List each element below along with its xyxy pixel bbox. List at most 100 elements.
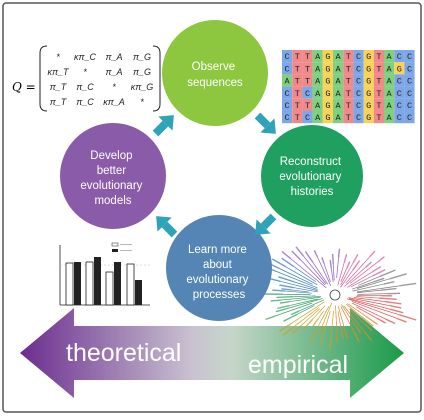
alignment-base: A [336, 77, 342, 87]
tree-tip-label [333, 254, 334, 264]
alignment-base: C [356, 64, 361, 74]
alignment-base: A [387, 52, 393, 62]
alignment-base: T [346, 77, 351, 87]
alignment-base: G [325, 64, 330, 74]
alignment-base: A [387, 77, 393, 87]
alignment-base: A [315, 113, 321, 123]
matrix-cell: κπ_T [47, 67, 70, 77]
alignment-base: G [325, 52, 330, 62]
alignment-base: C [407, 113, 412, 123]
alignment-base: C [305, 89, 310, 99]
matrix-cell: κπ_A [103, 97, 125, 107]
alignment-base: A [387, 113, 393, 123]
alignment-base: G [325, 89, 330, 99]
tree-tip-label [339, 249, 340, 257]
alignment-base: G [325, 77, 330, 87]
alignment-base: T [295, 64, 300, 74]
alignment-base: T [305, 52, 310, 62]
tree-tip-label [271, 300, 282, 301]
alignment-base: T [305, 64, 310, 74]
alignment-base: A [336, 89, 342, 99]
alignment-base: G [366, 101, 371, 111]
alignment-base: A [387, 101, 393, 111]
alignment-base: G [366, 77, 371, 87]
alignment-base: T [346, 101, 351, 111]
alignment-base: G [366, 52, 371, 62]
matrix-cell: π_T [50, 82, 68, 92]
matrix-cell: π_T [50, 97, 68, 107]
alignment-base: C [407, 77, 412, 87]
alignment-base: A [315, 52, 321, 62]
empirical-label: empirical [248, 351, 348, 379]
alignment-base: C [397, 113, 402, 123]
observe-sequences-node [162, 20, 268, 126]
alignment-base: C [407, 52, 412, 62]
theoretical-label: theoretical [66, 339, 181, 367]
alignment-base: C [397, 89, 402, 99]
alignment-base: C [356, 89, 361, 99]
alignment-base: A [387, 89, 393, 99]
alignment-base: C [356, 113, 361, 123]
alignment-base: C [407, 89, 412, 99]
alignment-base: A [285, 77, 291, 87]
alignment-base: G [366, 89, 371, 99]
alignment-base: T [376, 113, 381, 123]
alignment-base: T [305, 77, 310, 87]
alignment-base: G [325, 101, 330, 111]
alignment-base: C [397, 52, 402, 62]
alignment-base: G [366, 64, 371, 74]
alignment-base: A [336, 101, 342, 111]
alignment-base: C [356, 77, 361, 87]
matrix-cell: π_G [133, 67, 151, 77]
matrix-cell: * [83, 67, 87, 77]
alignment-base: T [376, 52, 381, 62]
alignment-base: C [356, 101, 361, 111]
alignment-base: C [397, 101, 402, 111]
alignment-base: T [346, 113, 351, 123]
alignment-base: A [315, 64, 321, 74]
alignment-base: C [285, 89, 290, 99]
alignment-base: T [295, 52, 300, 62]
alignment-base: A [336, 64, 342, 74]
matrix-cell: κπ_G [131, 82, 154, 92]
alignment-base: T [346, 52, 351, 62]
alignment-base: T [376, 101, 381, 111]
alignment-base: C [397, 77, 402, 87]
alignment-base: G [325, 113, 330, 123]
matrix-cell: κπ_C [74, 52, 97, 62]
matrix-cell: * [56, 52, 60, 62]
alignment-base: T [376, 64, 381, 74]
matrix-cell: * [140, 97, 144, 107]
alignment-base: T [295, 113, 300, 123]
matrix-cell: π_G [133, 52, 151, 62]
alignment-base: C [285, 64, 290, 74]
matrix-cell: π_C [76, 97, 94, 107]
alignment-base: C [285, 113, 290, 123]
alignment-base: C [305, 113, 310, 123]
alignment-base: T [295, 77, 300, 87]
matrix-cell: π_A [105, 67, 122, 77]
matrix-lhs: Q = [12, 80, 36, 94]
alignment-base: T [295, 101, 300, 111]
alignment-base: A [387, 64, 393, 74]
alignment-base: G [366, 113, 371, 123]
alignment-base: C [285, 101, 290, 111]
alignment-base: A [336, 52, 342, 62]
alignment-base: A [315, 89, 321, 99]
alignment-base: C [407, 64, 412, 74]
alignment-base: T [346, 89, 351, 99]
alignment-base: C [356, 52, 361, 62]
alignment-base: A [315, 101, 321, 111]
alignment-base: C [285, 52, 290, 62]
alignment-base: A [315, 77, 321, 87]
alignment-base: A [336, 113, 342, 123]
alignment-base: T [295, 89, 300, 99]
matrix-cell: π_C [76, 82, 94, 92]
alignment-base: C [407, 101, 412, 111]
alignment-base: T [376, 77, 381, 87]
matrix-cell: * [112, 82, 116, 92]
matrix-cell: π_A [105, 52, 122, 62]
